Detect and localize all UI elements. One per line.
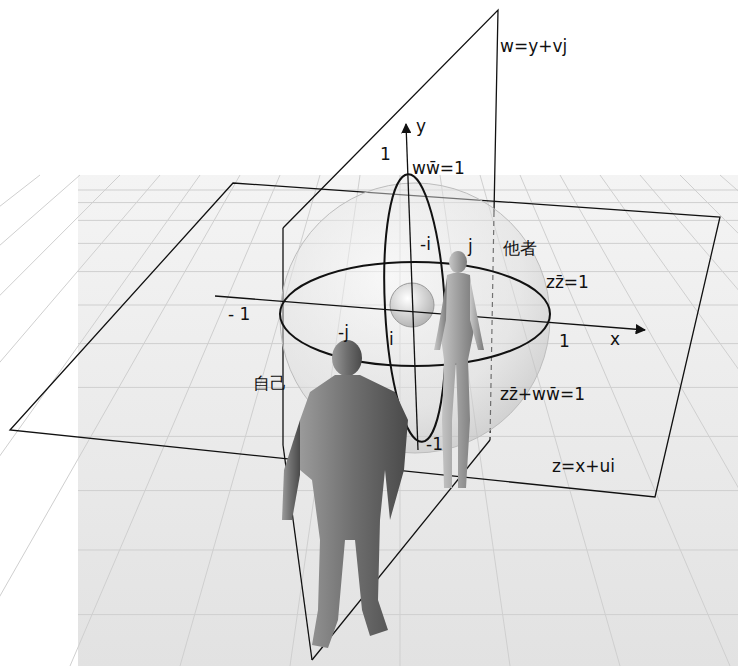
floor-grid [0, 175, 738, 666]
equation-label: zz̄+ww̄=1 [500, 386, 585, 403]
equation-label: zz̄=1 [546, 274, 589, 291]
plane-label: z=x+ui [552, 458, 615, 475]
axis-tick: i [389, 331, 394, 348]
circle-zz [280, 262, 550, 366]
axis-tick: 1 [380, 146, 391, 163]
axis-tick: -j [338, 324, 349, 341]
floor [78, 175, 738, 666]
axis-tick: -1 [426, 436, 443, 453]
plane-label: w=y+vj [500, 38, 567, 55]
equation-label: ww̄=1 [412, 160, 465, 177]
axis-tick: j [468, 238, 473, 255]
self-figure [282, 340, 408, 648]
axis-label: x [610, 331, 620, 348]
figure-label: 他者 [503, 240, 537, 257]
figure-label: 自己 [253, 375, 287, 392]
axis-tick: 1 [559, 333, 570, 350]
axis-tick: - 1 [228, 306, 250, 323]
axis-label: y [416, 118, 426, 135]
axis-tick: -i [420, 236, 431, 253]
